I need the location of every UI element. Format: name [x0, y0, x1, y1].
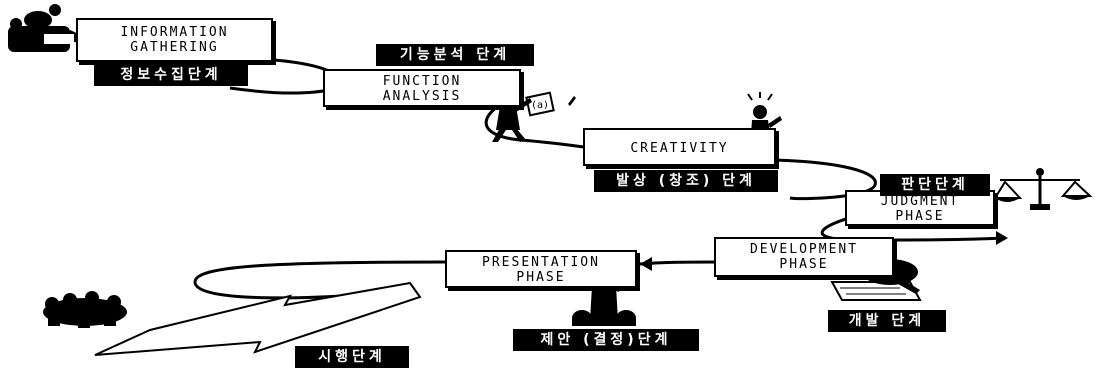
phase-information-ko-label: 정보수집단계 — [94, 64, 248, 86]
phase-creativity-box: CREATIVITY — [583, 128, 776, 166]
crowd-icon — [43, 291, 127, 328]
loop-creativity-to-judgement — [774, 158, 877, 201]
people-group-icon — [8, 4, 92, 52]
arrowhead-1 — [996, 231, 1008, 245]
scales-icon — [993, 168, 1093, 210]
phase-information-line1: INFORMATION — [120, 25, 229, 40]
phase-creativity-ko-label: 발상 (창조) 단계 — [594, 170, 778, 192]
phase-development-line2: PHASE — [779, 257, 829, 272]
phase-presentation-line2: PHASE — [516, 270, 566, 285]
phase-development-box: DEVELOPMENT PHASE — [714, 237, 894, 277]
phase-implementation-ko-label: 시행단계 — [295, 346, 409, 368]
phase-judgement-line1: JUDGMENT — [880, 194, 960, 209]
phase-information-line2: GATHERING — [130, 40, 219, 55]
phase-judgement-line2: PHASE — [895, 209, 945, 224]
phase-development-line1: DEVELOPMENT — [749, 242, 859, 257]
phase-creativity-line1: CREATIVITY — [630, 141, 729, 156]
phase-development-ko-label: 개발 단계 — [828, 310, 946, 332]
phase-presentation-box: PRESENTATION PHASE — [445, 250, 637, 288]
phase-information-box: INFORMATION GATHERING — [76, 18, 273, 62]
phase-presentation-ko-label: 제안 (결정)단계 — [513, 329, 699, 351]
phase-function-box: FUNCTION ANALYSIS — [323, 69, 521, 107]
phase-function-ko-label: 기능분석 단계 — [376, 44, 534, 66]
phase-function-line1: FUNCTION — [382, 74, 462, 89]
big-arrow-icon — [94, 281, 422, 356]
phase-judgement-ko-label: 판단단계 — [880, 174, 990, 196]
phase-function-line2: ANALYSIS — [382, 89, 462, 104]
arrowhead-2 — [640, 257, 652, 271]
phase-presentation-line1: PRESENTATION — [482, 255, 600, 270]
svg-text:(a): (a) — [531, 100, 549, 111]
